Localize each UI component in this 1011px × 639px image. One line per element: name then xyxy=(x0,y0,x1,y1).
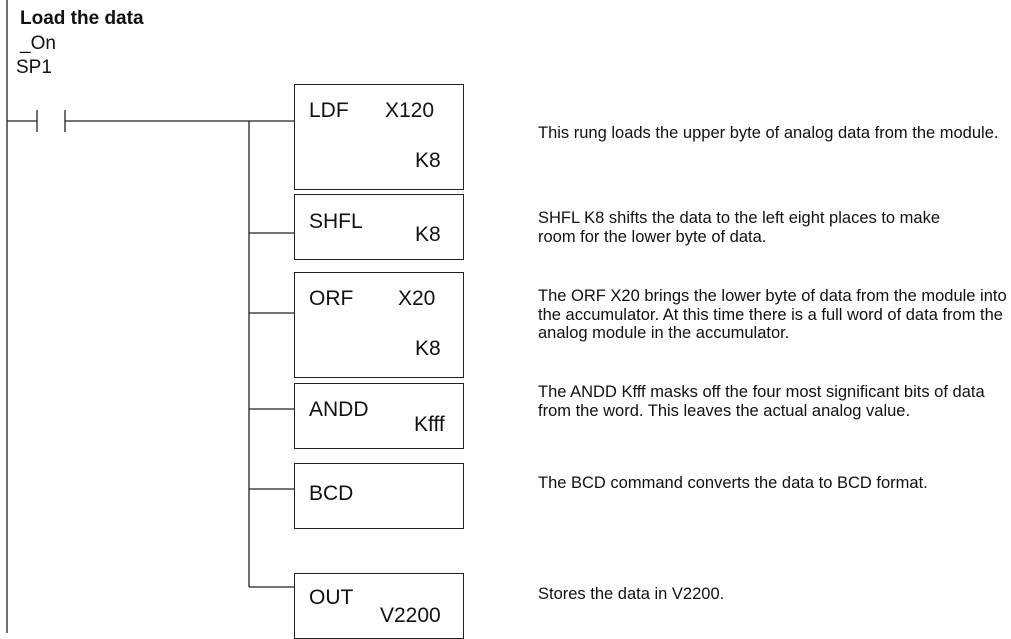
out-instruction-box: OUT V2200 xyxy=(294,573,464,639)
rung-title: Load the data xyxy=(20,8,144,29)
andd-instruction-box: ANDD Kfff xyxy=(294,383,464,449)
bcd-description: The BCD command converts the data to BCD… xyxy=(538,474,928,492)
bcd-mnemonic: BCD xyxy=(309,482,354,505)
orf-mnemonic: ORF xyxy=(309,287,354,310)
andd-description: The ANDD Kfff masks off the four most si… xyxy=(538,383,985,420)
shfl-operand-bottom: K8 xyxy=(415,223,441,246)
orf-operand-top: X20 xyxy=(398,287,436,310)
out-operand-bottom: V2200 xyxy=(380,604,441,627)
ldf-description: This rung loads the upper byte of analog… xyxy=(538,124,999,142)
orf-operand-bottom: K8 xyxy=(415,337,441,360)
ldf-mnemonic: LDF xyxy=(309,99,349,122)
orf-description: The ORF X20 brings the lower byte of dat… xyxy=(538,287,1007,342)
orf-instruction-box: ORF X20 K8 xyxy=(294,272,464,378)
andd-mnemonic: ANDD xyxy=(309,398,369,421)
shfl-instruction-box: SHFL K8 xyxy=(294,194,464,260)
out-description: Stores the data in V2200. xyxy=(538,585,725,603)
bcd-instruction-box: BCD xyxy=(294,463,464,529)
shfl-description: SHFL K8 shifts the data to the left eigh… xyxy=(538,209,941,246)
contact-label-sp1: SP1 xyxy=(16,57,52,78)
andd-operand-bottom: Kfff xyxy=(414,413,445,436)
ldf-instruction-box: LDF X120 K8 xyxy=(294,84,464,190)
out-mnemonic: OUT xyxy=(309,586,354,609)
ldf-operand-top: X120 xyxy=(385,99,435,122)
contact-label-on: _On xyxy=(20,33,56,54)
ldf-operand-bottom: K8 xyxy=(415,149,441,172)
shfl-mnemonic: SHFL xyxy=(309,210,363,233)
